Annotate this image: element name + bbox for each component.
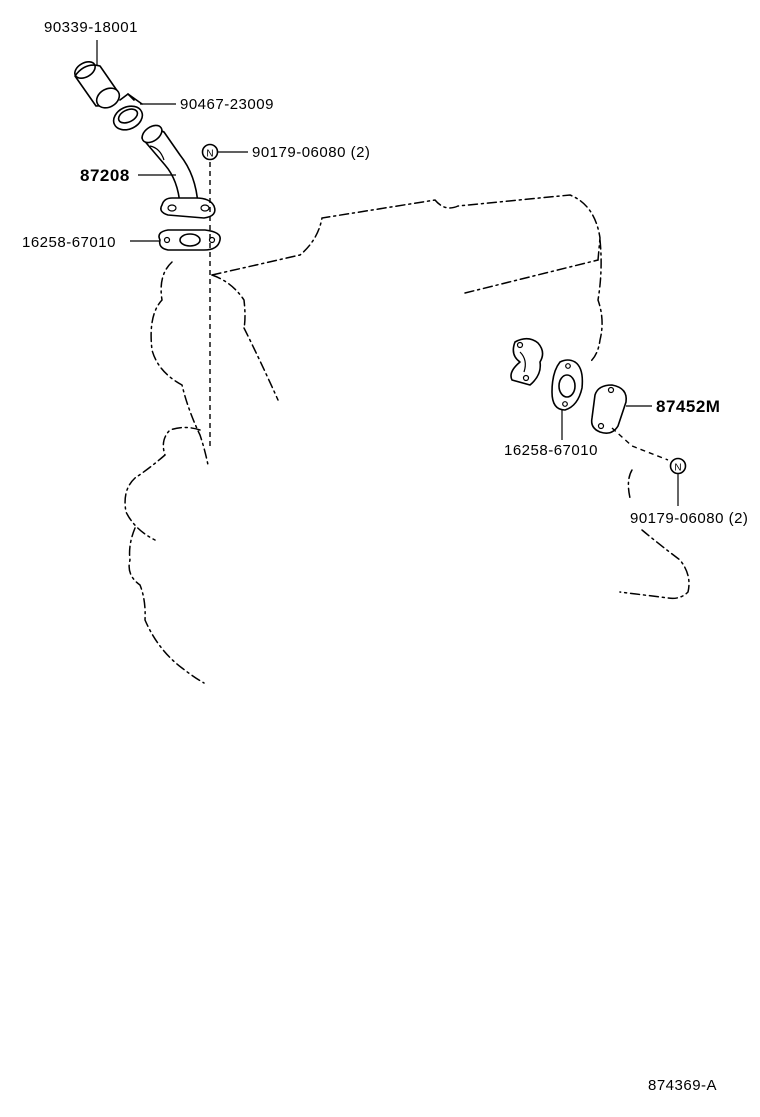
label-nut-left: 90179-06080 (2) [252,144,370,161]
svg-text:N: N [674,463,681,474]
water-pipe-part [141,124,216,219]
clamp-part [112,93,144,131]
label-plate: 87452M [656,397,720,416]
figure-code: 874369-A [648,1077,717,1094]
label-pipe: 87208 [80,166,130,185]
label-gasket-right: 16258-67010 [504,442,598,459]
svg-text:N: N [206,149,213,160]
engine-port-flange [510,337,544,386]
label-gasket-left: 16258-67010 [22,234,116,251]
hose-part [74,61,121,109]
gasket-right-part [551,359,584,411]
engine-outline [124,194,690,684]
nut-right-symbol: N [669,457,687,475]
cover-plate-part [590,384,628,434]
label-hose: 90339-18001 [44,19,138,36]
nut-left-symbol: N [201,143,219,161]
right-center-line [611,427,669,461]
leader-lines [96,40,679,506]
gasket-left-part [158,229,221,251]
label-clamp: 90467-23009 [180,96,274,113]
label-nut-right: 90179-06080 (2) [630,510,748,527]
